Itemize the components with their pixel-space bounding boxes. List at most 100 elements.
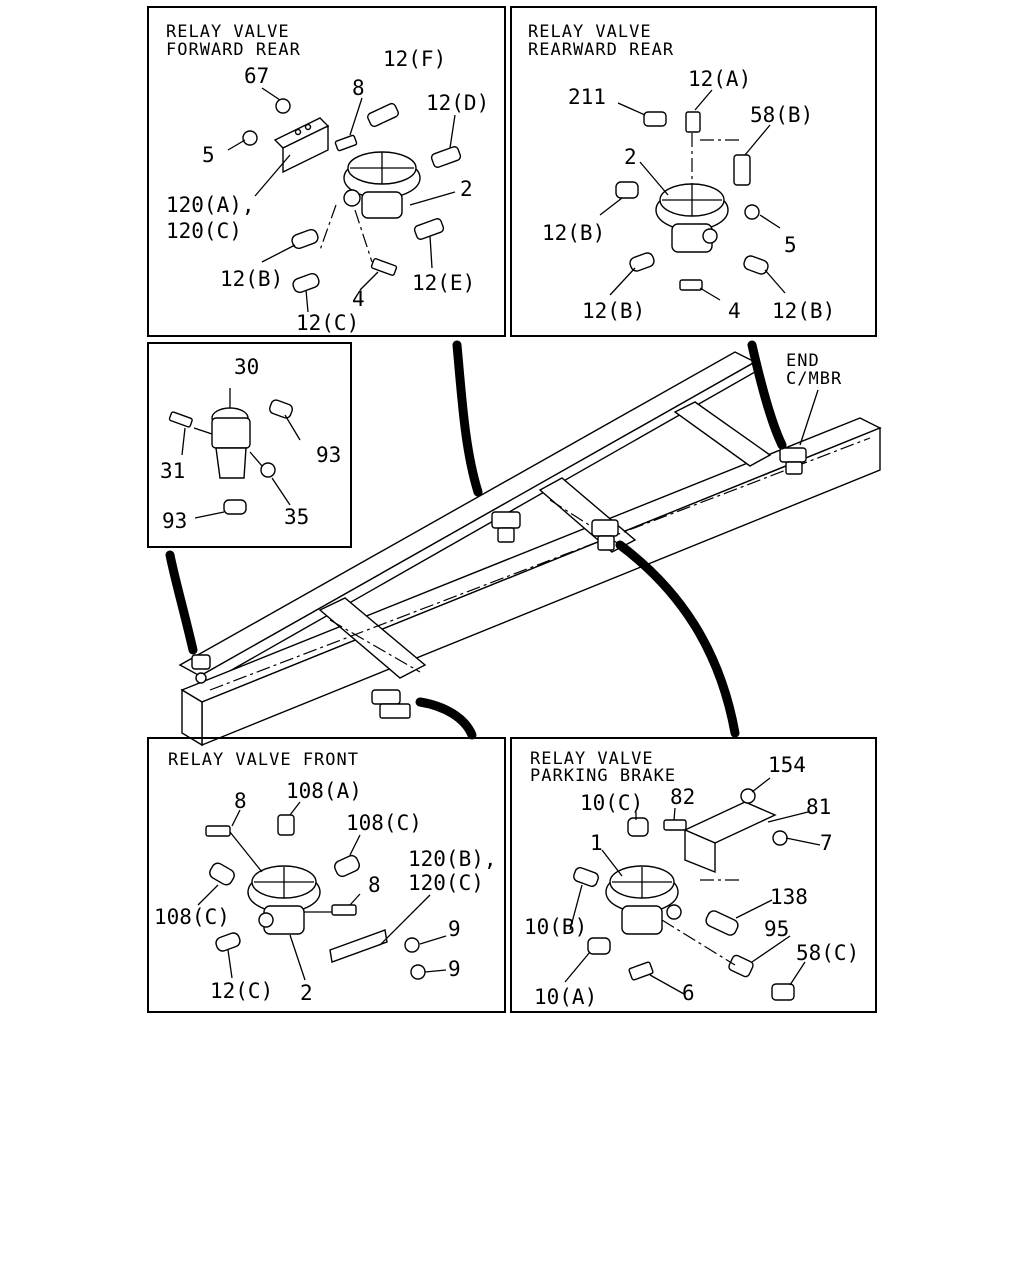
callout-label: 12(E) (412, 271, 475, 295)
panel-chassis-fitting: 30 31 93 93 35 (147, 342, 352, 548)
callout-label: 10(B) (524, 915, 587, 939)
fitting-icon (334, 854, 360, 878)
frame-valve-3 (779, 447, 807, 475)
fitting-icon (268, 399, 294, 419)
nut-icon (744, 204, 760, 220)
fitting-icon (743, 255, 769, 275)
nut-icon (275, 98, 291, 114)
panel-parking-brake-border (510, 737, 877, 1013)
frame-note-line1: END (786, 351, 820, 371)
bolt-icon (331, 904, 357, 916)
fitting-icon (209, 862, 235, 886)
callout-label: 12(A) (688, 67, 751, 91)
callout-label: 58(B) (750, 103, 813, 127)
callout-label: 1 (590, 831, 603, 855)
bolt-icon (334, 134, 358, 152)
callout-label: 93 (316, 443, 341, 467)
callout-label: 120(A), (166, 193, 255, 217)
fitting-icon (291, 228, 319, 250)
callout-label: 58(C) (796, 941, 859, 965)
callout-label: 5 (784, 233, 797, 257)
callout-label: 7 (820, 831, 833, 855)
callout-label: 12(C) (210, 979, 273, 1003)
bolt-icon (370, 258, 398, 276)
leader-arcs (165, 340, 787, 740)
fitting-icon (292, 272, 320, 294)
fitting-icon (215, 932, 241, 952)
fitting-icon (728, 954, 754, 978)
panel-rearward-rear-border (510, 6, 877, 337)
panel-parking-brake: RELAY VALVE PARKING BRAKE (510, 737, 877, 1013)
fitting-icon (733, 154, 751, 186)
nut-icon (404, 937, 420, 953)
fitting-icon (587, 937, 611, 955)
callout-label: 108(A) (286, 779, 362, 803)
callout-label: 82 (670, 785, 695, 809)
callout-label: 81 (806, 795, 831, 819)
fitting-icon (367, 102, 399, 128)
callout-label: 120(B), (408, 847, 497, 871)
panel-title-line2: FORWARD REAR (166, 40, 301, 60)
relay-valve-icon (655, 183, 729, 253)
frame-note-line2: C/MBR (786, 369, 842, 389)
nut-icon (740, 788, 756, 804)
bolt-icon (679, 279, 703, 291)
fitting-icon (223, 499, 247, 515)
callout-label: 9 (448, 917, 461, 941)
relay-valve-icon (247, 865, 321, 935)
callout-label: 31 (160, 459, 185, 483)
panel-title-line1: RELAY VALVE (528, 22, 652, 42)
callout-label: 8 (352, 76, 365, 100)
panel-front-border (147, 737, 506, 1013)
callout-label: 2 (624, 145, 637, 169)
callout-label: 2 (460, 177, 473, 201)
fitting-icon (629, 252, 655, 272)
callout-label: 154 (768, 753, 806, 777)
callout-label: 12(B) (542, 221, 605, 245)
fitting-icon (643, 111, 667, 127)
bracket-icon (329, 929, 388, 963)
callout-label: 12(C) (296, 311, 359, 335)
callout-label: 4 (728, 299, 741, 323)
bolt-icon (628, 961, 654, 981)
callout-label: 10(A) (534, 985, 597, 1009)
callout-label: 35 (284, 505, 309, 529)
chassis-frame (178, 351, 882, 747)
callout-label: 8 (368, 873, 381, 897)
callout-label: 138 (770, 885, 808, 909)
relay-valve-icon (343, 151, 421, 219)
callout-label: 108(C) (346, 811, 422, 835)
callout-label: 67 (244, 64, 269, 88)
panel-forward-rear: RELAY VALVE FORWARD REAR (147, 6, 506, 337)
frame-valve-2 (591, 519, 619, 551)
fitting-icon (573, 867, 599, 887)
callout-label: 8 (234, 789, 247, 813)
callout-label: 6 (682, 981, 695, 1005)
panel-rearward-rear: RELAY VALVE REARWARD REAR 211 12(A) 5 (510, 6, 877, 337)
fitting-icon (413, 218, 445, 240)
panel-title-line2: REARWARD REAR (528, 40, 674, 60)
nut-icon (772, 830, 788, 846)
panel-title-line1: RELAY VALVE (530, 749, 654, 769)
callout-label: 95 (764, 917, 789, 941)
panel-chassis-fitting-border (147, 342, 352, 548)
bolt-icon (663, 819, 687, 831)
fitting-icon (627, 817, 649, 837)
panel-forward-rear-border (147, 6, 506, 337)
callout-label: 2 (300, 981, 313, 1005)
callout-label: 12(D) (426, 91, 489, 115)
fitting-icon (277, 814, 295, 836)
callout-label: 12(F) (383, 47, 446, 71)
callout-label: 30 (234, 355, 259, 379)
callout-label: 12(B) (772, 299, 835, 323)
callout-label: 120(C) (408, 871, 484, 895)
nut-icon (242, 130, 258, 146)
callout-label: 5 (202, 143, 215, 167)
callout-label: 108(C) (154, 905, 230, 929)
fitting-icon (430, 146, 462, 168)
relay-valve-icon (605, 865, 682, 935)
callout-label: 12(B) (220, 267, 283, 291)
frame-valve-4 (371, 689, 411, 719)
callout-label: 4 (352, 287, 365, 311)
callout-label: 211 (568, 85, 606, 109)
